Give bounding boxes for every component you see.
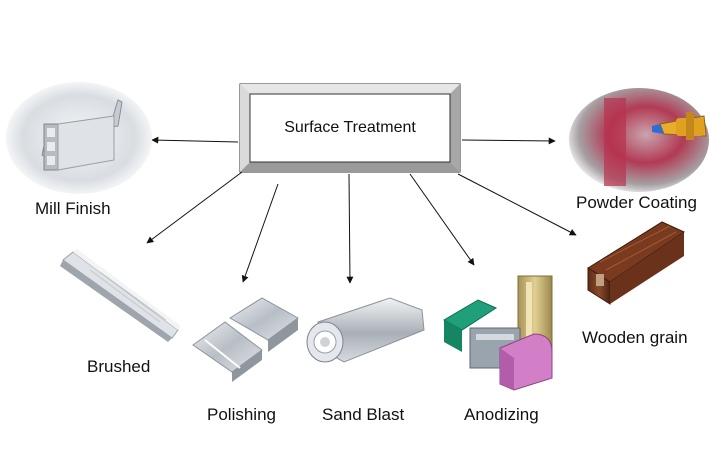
arrow-to-powder-coating [461,137,556,145]
center-box [239,83,461,173]
connector-arrows [146,136,577,284]
label-wooden-grain: Wooden grain [582,328,688,347]
polishing-image [192,297,299,382]
label-powder-coating: Powder Coating [576,193,697,212]
mill-finish-image [6,82,152,194]
center-title: Surface Treatment [284,119,416,136]
label-anodizing: Anodizing [464,405,539,424]
arrow-to-brushed [146,171,243,244]
label-brushed: Brushed [87,357,151,376]
anodizing-image [442,275,553,391]
brushed-image [60,249,181,342]
arrow-to-anodizing [409,173,475,266]
sand-blast-image [306,297,425,363]
arrow-to-polishing [241,183,279,283]
arrow-to-mill-finish [151,136,239,144]
wooden-grain-image [587,221,686,305]
label-sand-blast: Sand Blast [322,405,405,424]
label-polishing: Polishing [207,405,276,424]
powder-coating-image [569,88,709,192]
arrow-to-wooden-grain [457,173,577,236]
arrow-to-sand-blast [346,173,354,284]
label-mill-finish: Mill Finish [35,199,111,218]
